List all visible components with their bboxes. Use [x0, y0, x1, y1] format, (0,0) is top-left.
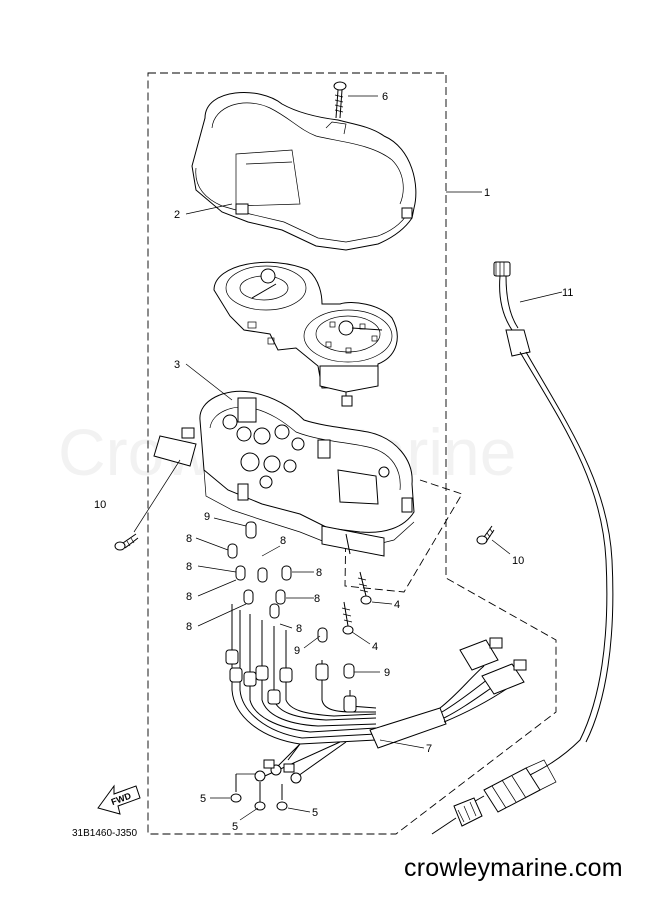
- case-screw-lower: [341, 601, 354, 635]
- callout-8-h: 8: [296, 623, 302, 635]
- callout-1: 1: [484, 187, 490, 199]
- callout-8-f: 8: [316, 567, 322, 579]
- callout-11: 11: [562, 287, 573, 299]
- leader-10a-screw: [133, 459, 181, 533]
- bulbs: [227, 521, 355, 679]
- callout-4-lower: 4: [372, 641, 378, 653]
- callout-6: 6: [382, 91, 388, 103]
- mounting-screw-right: [476, 525, 495, 545]
- callout-numbers: 1 2 3 4 4 5 5 5 6 7 8 8 8 8 8 8 8 8 9 9 …: [94, 91, 573, 833]
- callout-8-b: 8: [186, 561, 192, 573]
- meter-cover: [191, 92, 417, 251]
- callout-8-d: 8: [186, 621, 192, 633]
- callout-9-a: 9: [204, 511, 210, 523]
- speedometer-cable: [431, 261, 614, 835]
- case-bracket-right: [321, 525, 385, 557]
- leader-lines: [185, 95, 563, 821]
- cover-screw: [333, 81, 347, 119]
- callout-8-g: 8: [314, 593, 320, 605]
- callout-10-right: 10: [512, 555, 524, 567]
- case-screw-upper: [357, 571, 372, 605]
- ground-screws: [230, 773, 288, 811]
- callout-9-b: 9: [294, 645, 300, 657]
- callout-5-right: 5: [312, 807, 318, 819]
- callout-5-bottom: 5: [232, 821, 238, 833]
- wire-harness: [225, 604, 527, 784]
- callout-2: 2: [174, 209, 180, 221]
- callout-8-a: 8: [186, 533, 192, 545]
- callout-8-c: 8: [186, 591, 192, 603]
- callout-7: 7: [426, 743, 432, 755]
- callout-9-c: 9: [384, 667, 390, 679]
- callout-3: 3: [174, 359, 180, 371]
- case-bracket-left: [153, 435, 197, 467]
- dial-plate: [213, 261, 398, 407]
- site-url: crowleymarine.com: [404, 854, 623, 882]
- assembly-boundary: [147, 72, 557, 835]
- diagram-code: 31B1460-J350: [72, 828, 137, 839]
- callout-4-upper: 4: [394, 599, 400, 611]
- meter-case: [181, 390, 415, 549]
- callout-10-left: 10: [94, 499, 106, 511]
- fwd-arrow: FWD: [97, 784, 141, 815]
- callout-5-left: 5: [200, 793, 206, 805]
- mounting-screw-left: [114, 533, 139, 551]
- callout-8-e: 8: [280, 535, 286, 547]
